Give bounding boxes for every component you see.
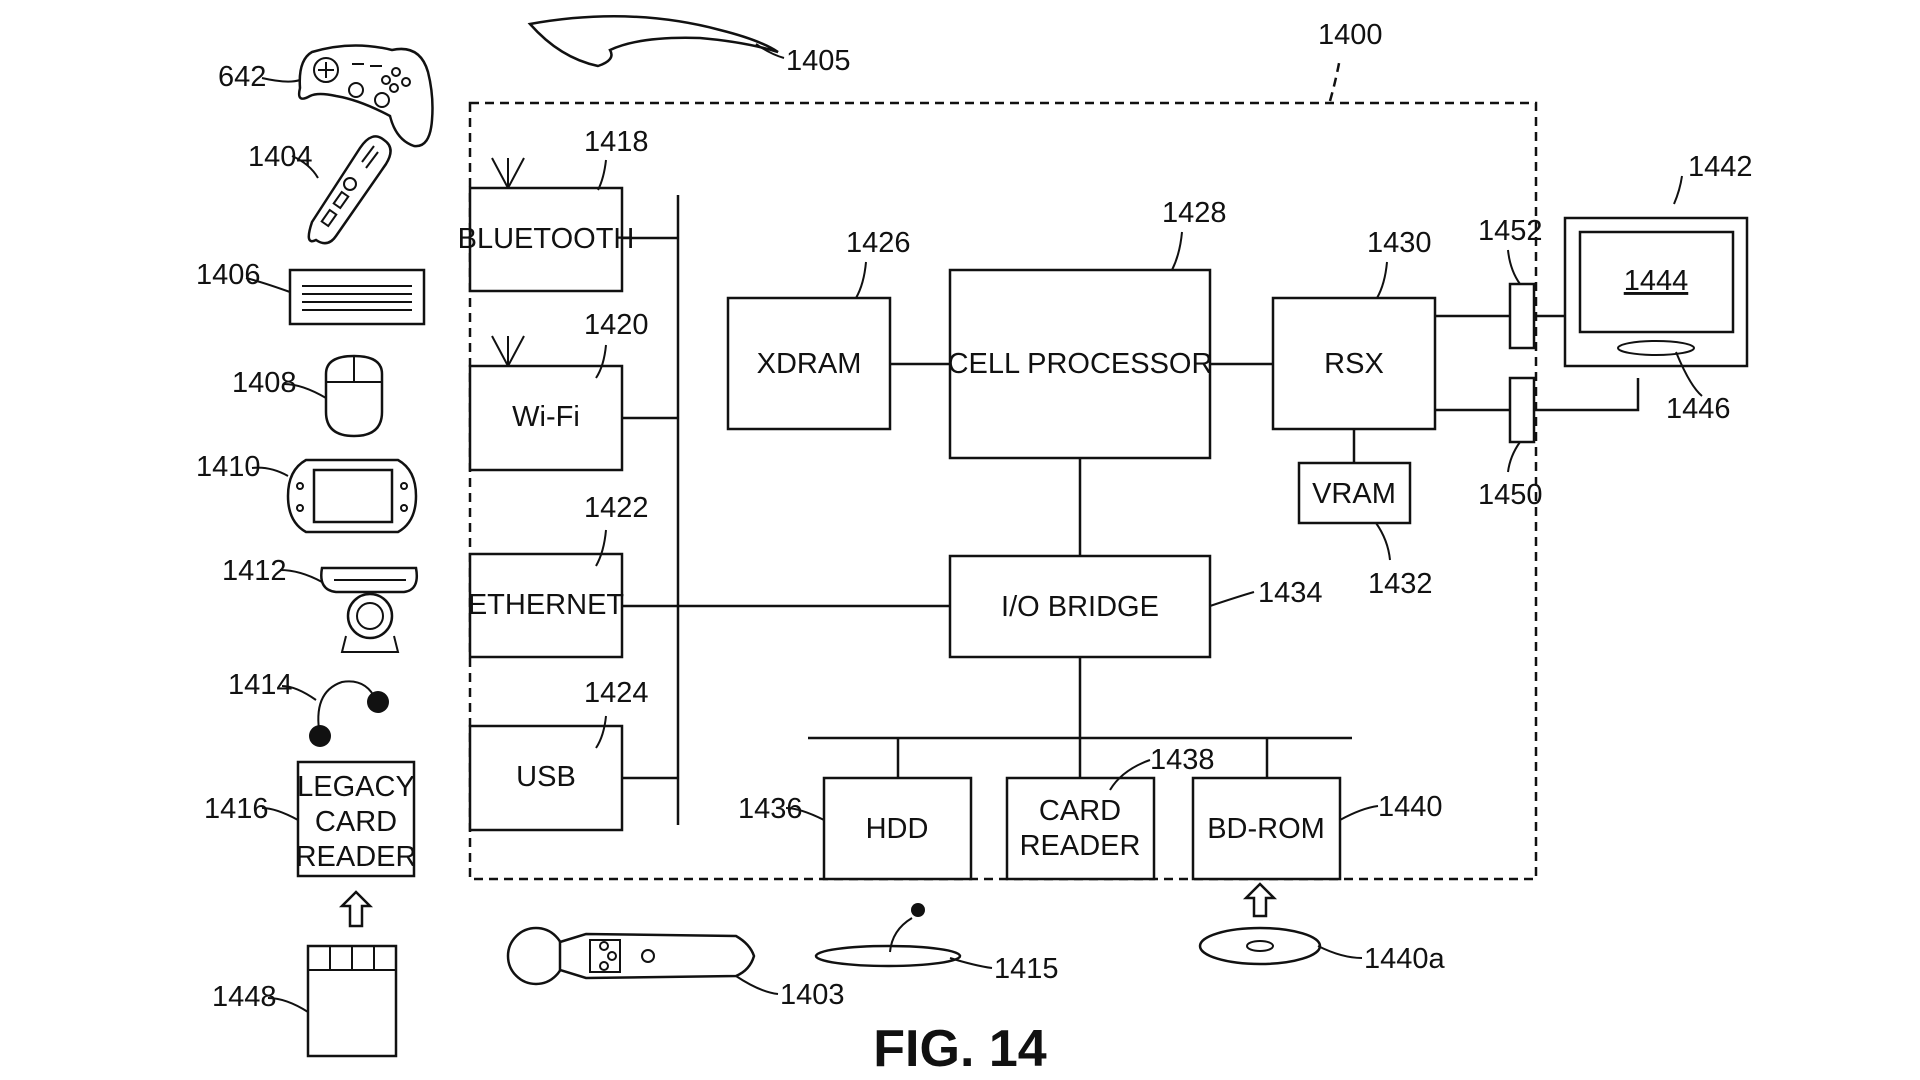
ref-1434: 1434 <box>1258 577 1323 609</box>
io-bridge-block: I/O BRIDGE <box>948 554 1212 659</box>
ref-1400: 1400 <box>1318 19 1383 51</box>
ref-1426: 1426 <box>846 227 911 259</box>
ref-1403: 1403 <box>780 979 845 1011</box>
ref-1438: 1438 <box>1150 744 1215 776</box>
svg-text:CARD: CARD <box>1039 795 1121 827</box>
gamepad-icon <box>297 44 434 148</box>
connector-1452 <box>1508 282 1536 350</box>
ref-1432: 1432 <box>1368 568 1433 600</box>
ref-1440: 1440 <box>1378 791 1443 823</box>
svg-text:1444: 1444 <box>1624 265 1689 297</box>
svg-text:HDD: HDD <box>866 813 929 845</box>
ref-1424: 1424 <box>584 677 649 709</box>
cell-processor-block: CELL PROCESSOR <box>948 268 1213 460</box>
svg-text:RSX: RSX <box>1324 348 1384 380</box>
ref-1414: 1414 <box>228 669 293 701</box>
display-icon: 1444 <box>1563 216 1749 368</box>
mat-1415-icon <box>814 903 962 968</box>
handheld-console-icon <box>286 458 418 534</box>
svg-text:CELL PROCESSOR: CELL PROCESSOR <box>948 348 1213 380</box>
ref-1408: 1408 <box>232 367 297 399</box>
ref-1404: 1404 <box>248 141 313 173</box>
camera-icon <box>320 566 418 653</box>
svg-text:LEGACY: LEGACY <box>297 771 415 803</box>
wifi-block: Wi-Fi <box>468 364 624 472</box>
ref-1410: 1410 <box>196 451 261 483</box>
ref-1406: 1406 <box>196 259 261 291</box>
connector-1450 <box>1508 376 1536 444</box>
svg-text:VRAM: VRAM <box>1312 478 1396 510</box>
card-reader-block: CARD READER <box>1005 776 1156 881</box>
ref-1450: 1450 <box>1478 479 1543 511</box>
motion-controller-icon <box>506 926 756 986</box>
svg-text:USB: USB <box>516 761 576 793</box>
svg-text:CARD: CARD <box>315 806 397 838</box>
svg-text:BD-ROM: BD-ROM <box>1207 813 1325 845</box>
ref-1415: 1415 <box>994 953 1059 985</box>
svg-text:XDRAM: XDRAM <box>757 348 862 380</box>
ref-1416: 1416 <box>204 793 269 825</box>
disc-icon <box>1198 926 1322 966</box>
hdd-block: HDD <box>822 776 973 881</box>
ref-1440a: 1440a <box>1364 943 1446 975</box>
svg-text:BLUETOOTH: BLUETOOTH <box>458 223 635 255</box>
keyboard-icon <box>288 268 426 326</box>
arrow-up-icon <box>1242 882 1278 918</box>
ref-1422: 1422 <box>584 492 649 524</box>
ref-1428: 1428 <box>1162 197 1227 229</box>
svg-text:I/O BRIDGE: I/O BRIDGE <box>1001 591 1159 623</box>
memory-card-icon <box>306 944 398 1058</box>
wifi-antenna-icon <box>491 335 525 367</box>
bluetooth-antenna-icon <box>491 157 525 189</box>
svg-text:Wi-Fi: Wi-Fi <box>512 401 580 433</box>
bluetooth-block: BLUETOOTH <box>458 186 635 293</box>
ref-1405: 1405 <box>786 45 851 77</box>
ref-1412: 1412 <box>222 555 287 587</box>
ref-1442: 1442 <box>1688 151 1753 183</box>
ref-1436: 1436 <box>738 793 803 825</box>
vram-block: VRAM <box>1297 461 1412 525</box>
svg-text:ETHERNET: ETHERNET <box>468 589 625 621</box>
ref-1418: 1418 <box>584 126 649 158</box>
rsx-block: RSX <box>1271 296 1437 431</box>
xdram-block: XDRAM <box>726 296 892 431</box>
remote-control-icon <box>307 135 392 245</box>
accessory-1405-icon <box>527 15 779 68</box>
headset-icon <box>309 680 389 747</box>
ref-1430: 1430 <box>1367 227 1432 259</box>
ethernet-block: ETHERNET <box>468 552 625 659</box>
legacy-card-reader-block: LEGACY CARD READER <box>296 760 417 878</box>
ref-1452: 1452 <box>1478 215 1543 247</box>
ref-642: 642 <box>218 61 266 93</box>
mouse-icon <box>324 354 384 438</box>
arrow-up-icon <box>338 890 374 928</box>
leader-1400 <box>1328 57 1342 102</box>
system-boundary <box>468 101 1538 881</box>
svg-text:READER: READER <box>1020 830 1141 862</box>
usb-block: USB <box>468 724 624 832</box>
figure-caption: FIG. 14 <box>873 1020 1046 1078</box>
ref-1446: 1446 <box>1666 393 1731 425</box>
ref-1448: 1448 <box>212 981 277 1013</box>
svg-text:READER: READER <box>296 841 417 873</box>
ref-1420: 1420 <box>584 309 649 341</box>
bd-rom-block: BD-ROM <box>1191 776 1342 881</box>
